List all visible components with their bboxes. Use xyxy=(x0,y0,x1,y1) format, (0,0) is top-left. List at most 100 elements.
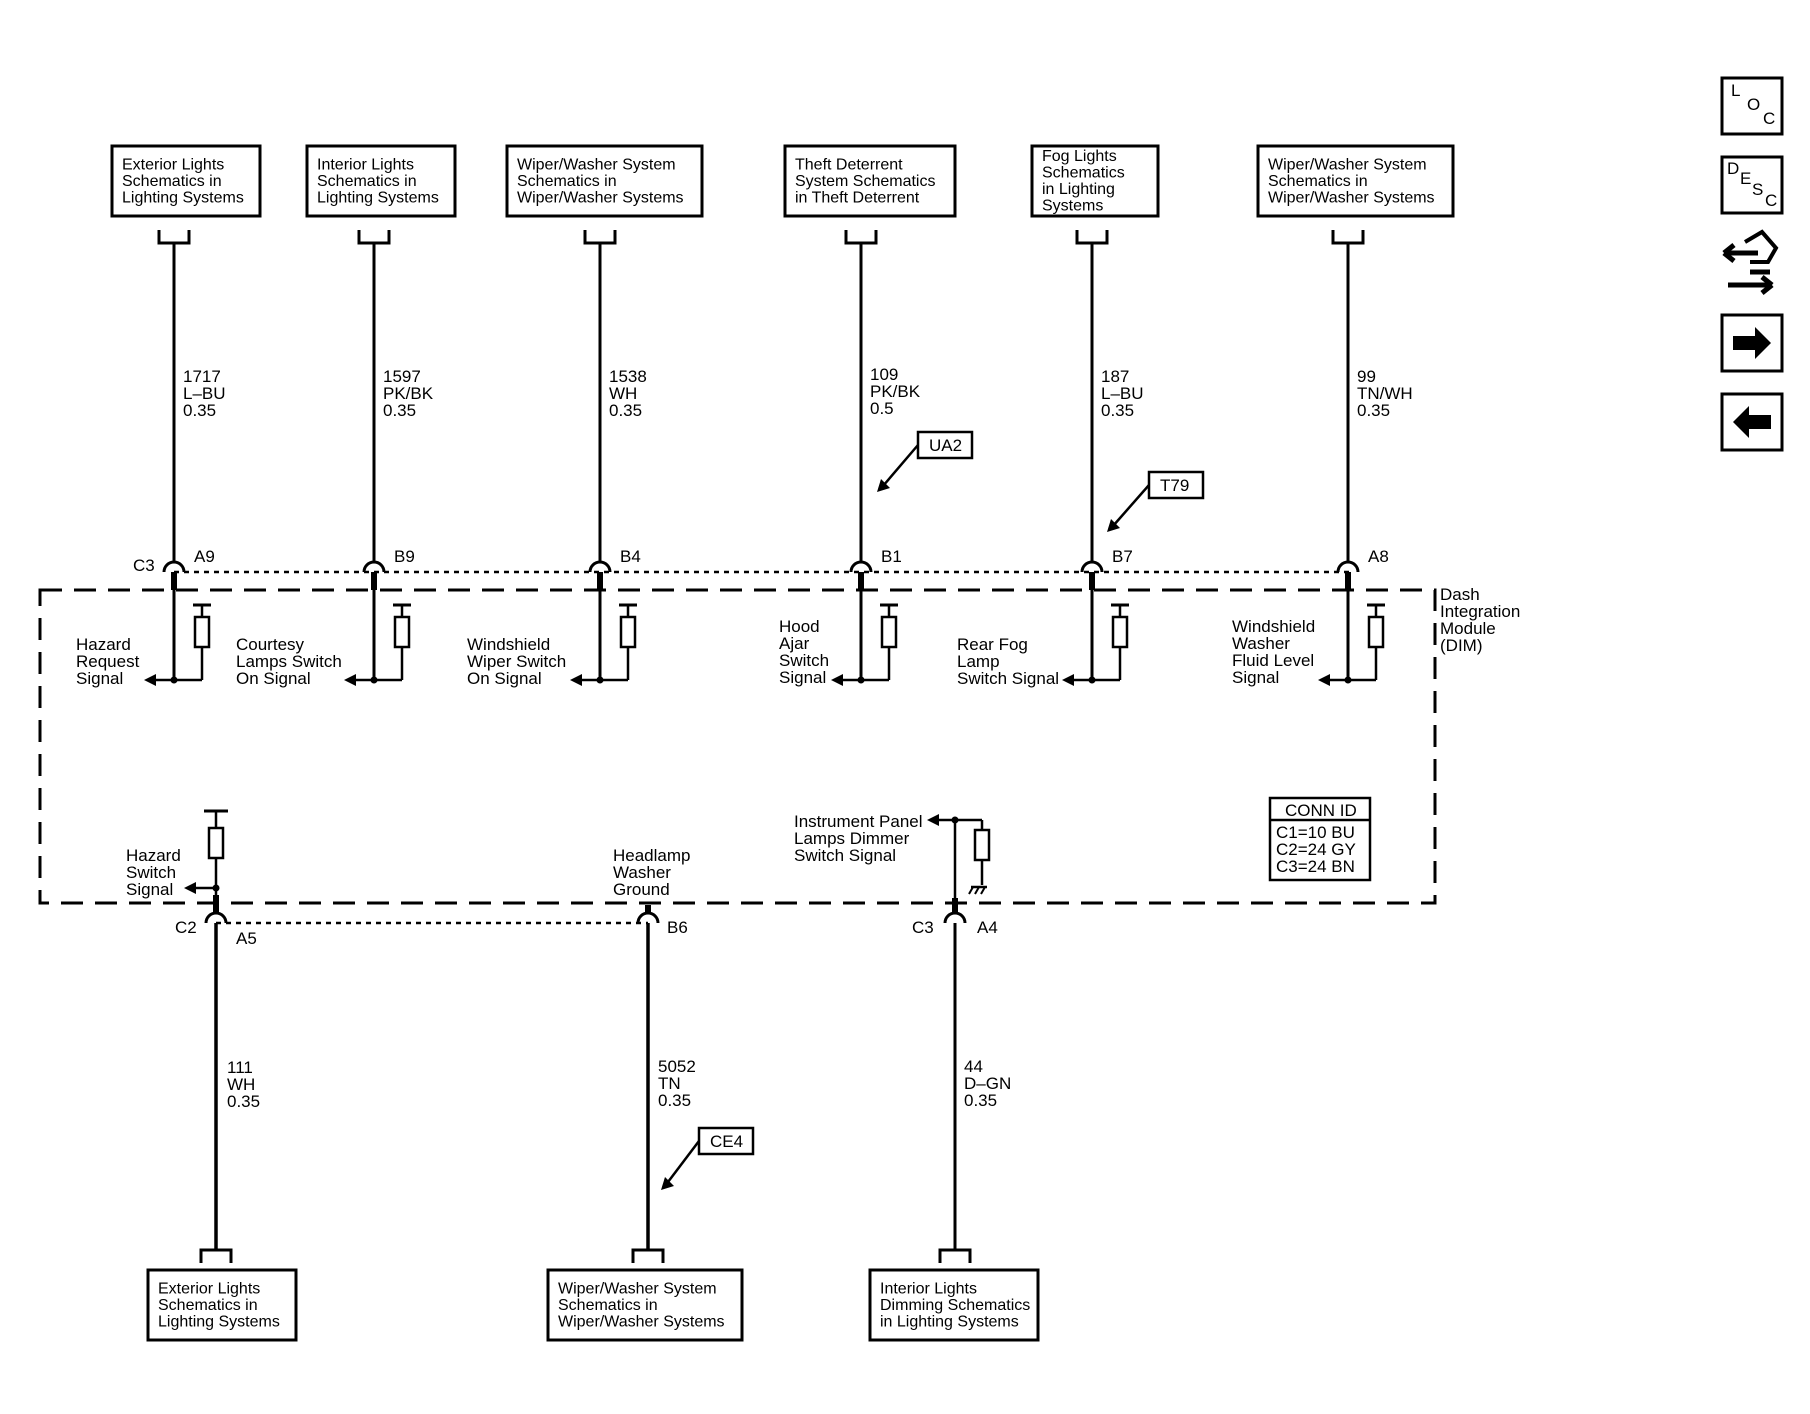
pin-label: A5 xyxy=(236,929,257,948)
reference-box-text: Wiper/Washer System xyxy=(1268,156,1427,173)
harness-connector-stub xyxy=(357,230,391,245)
reference-box-text: Wiper/Washer System xyxy=(517,156,676,173)
signal-arrow xyxy=(1062,674,1074,686)
wire-circuit-number: 187 xyxy=(1101,367,1129,386)
connector-terminal xyxy=(1336,560,1360,573)
signal-arrow xyxy=(831,674,843,686)
reference-box-frame xyxy=(783,144,957,218)
signal-label: On Signal xyxy=(236,669,311,688)
connector-label: C3 xyxy=(912,918,934,937)
signal-label: Lamps Dimmer xyxy=(794,829,910,848)
resistor xyxy=(393,615,411,649)
signal-label: Washer xyxy=(1232,634,1290,653)
wire-gauge: 0.35 xyxy=(658,1091,691,1110)
connector-terminal xyxy=(588,560,612,573)
signal-arrow xyxy=(1318,674,1330,686)
signal-label: Instrument Panel xyxy=(794,812,923,831)
loc-button[interactable]: L O C xyxy=(1720,76,1784,136)
arrow-right-icon xyxy=(1733,327,1771,359)
signal-arrow xyxy=(570,674,582,686)
signal-label: Courtesy xyxy=(236,635,305,654)
wire-color: D–GN xyxy=(964,1074,1011,1093)
reference-box-text: Interior Lights xyxy=(880,1280,977,1297)
signal-label: On Signal xyxy=(467,669,542,688)
reference-box-text: Schematics in xyxy=(122,173,222,190)
terminal-pin xyxy=(952,898,958,913)
module-name: Dash Integration Module (DIM) xyxy=(1440,585,1525,655)
pin-label: A8 xyxy=(1368,547,1389,566)
reference-box-text: Lighting Systems xyxy=(317,189,439,206)
back-button[interactable] xyxy=(1720,392,1784,452)
terminal-pin xyxy=(213,895,219,913)
signal-label: Switch xyxy=(779,651,829,670)
harness-connector-stub xyxy=(1331,230,1365,245)
loc-icon: L O C xyxy=(1731,81,1775,128)
wire-circuit-number: 109 xyxy=(870,365,898,384)
reference-box-frame xyxy=(110,144,262,218)
pin-label: B1 xyxy=(881,547,902,566)
wire-circuit-number: 99 xyxy=(1357,367,1376,386)
wire-color: PK/BK xyxy=(870,382,921,401)
signal-label: Ajar xyxy=(779,634,810,653)
callout-label: UA2 xyxy=(929,436,962,455)
ground-icon xyxy=(968,886,986,895)
arrow-left-icon xyxy=(1733,406,1771,438)
connector-terminal xyxy=(204,911,228,924)
resistor xyxy=(207,826,225,860)
conn-id-title: CONN ID xyxy=(1285,801,1357,820)
callout-box xyxy=(1147,470,1205,500)
reference-box-text: in Lighting Systems xyxy=(880,1313,1019,1330)
signal-arrow xyxy=(927,814,939,826)
harness-connector-stub xyxy=(1075,230,1109,245)
wire-color: L–BU xyxy=(183,384,226,403)
dim-module-outline xyxy=(38,588,1437,905)
callout-leader xyxy=(882,444,919,487)
wire-color: TN xyxy=(658,1074,681,1093)
harness-connector-stub xyxy=(583,230,617,245)
conn-id-table: CONN ID C1=10 BU C2=24 GY C3=24 BN xyxy=(1268,796,1372,882)
reference-box-text: Lighting Systems xyxy=(158,1313,280,1330)
connector-terminal xyxy=(162,560,186,573)
reference-box-frame xyxy=(505,144,704,218)
signal-label: Switch Signal xyxy=(957,669,1059,688)
harness-connector-stub xyxy=(631,1248,665,1263)
harness-connector-stub xyxy=(157,230,191,245)
reference-box-text: Dimming Schematics xyxy=(880,1297,1030,1314)
connector-label: C2 xyxy=(175,918,197,937)
connector-repair-button[interactable] xyxy=(1722,229,1779,295)
signal-arrow xyxy=(344,674,356,686)
reference-box-text: Wiper/Washer Systems xyxy=(558,1313,725,1330)
resistor xyxy=(1367,615,1385,649)
wire-gauge: 0.35 xyxy=(183,401,216,420)
signal-label: Switch xyxy=(126,863,176,882)
reference-box-text: Schematics xyxy=(1042,165,1125,182)
svg-text:D: D xyxy=(1727,159,1739,178)
signal-label: Hood xyxy=(779,617,820,636)
svg-text:E: E xyxy=(1740,169,1751,188)
callout-box xyxy=(916,430,974,460)
wire-circuit-number: 111 xyxy=(227,1058,253,1077)
reference-box-text: Wiper/Washer Systems xyxy=(517,189,684,206)
callout-box xyxy=(697,1126,755,1156)
signal-label: Hazard xyxy=(126,846,181,865)
reference-box-frame xyxy=(546,1268,744,1342)
wire-circuit-number: 1597 xyxy=(383,367,421,386)
wire-color: PK/BK xyxy=(383,384,434,403)
forward-button[interactable] xyxy=(1720,313,1784,373)
callout-CE4: CE4 xyxy=(661,1126,755,1190)
reference-box-text: Exterior Lights xyxy=(122,156,224,173)
desc-button[interactable]: D E S C xyxy=(1720,155,1784,215)
wire-gauge: 0.35 xyxy=(1357,401,1390,420)
bottom-wires-group: HazardSwitchSignalC2A5111WH0.35HeadlampW… xyxy=(126,809,1040,1342)
signal-label: Windshield xyxy=(467,635,550,654)
signal-label: Fluid Level xyxy=(1232,651,1314,670)
pin-label: A9 xyxy=(194,547,215,566)
terminal-pin xyxy=(645,905,651,913)
